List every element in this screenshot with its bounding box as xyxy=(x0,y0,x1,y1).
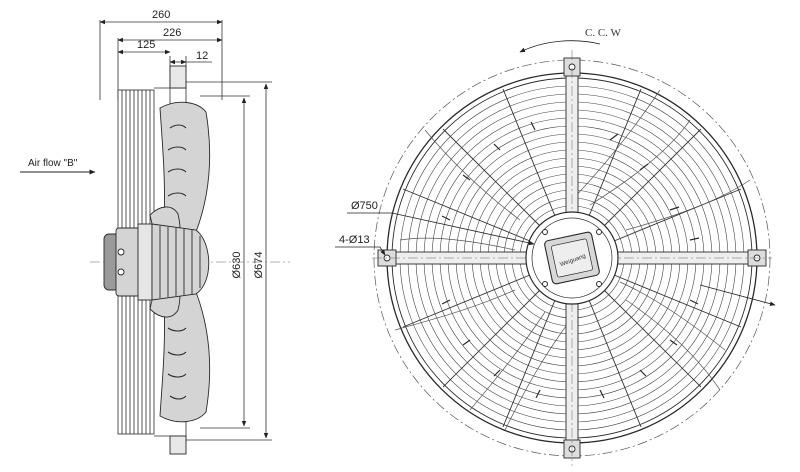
leader-right xyxy=(699,284,776,306)
dim-overall-depth: 260 xyxy=(152,9,170,21)
rotation-label: C. C. W xyxy=(585,27,621,39)
dim-blade-diameter: Ø630 xyxy=(231,252,243,279)
side-blade-slots xyxy=(167,124,187,400)
dim-mount-circle: Ø750 xyxy=(351,200,378,212)
leader-mount-holes xyxy=(335,246,386,256)
dim-bracket-width: 12 xyxy=(196,50,208,62)
airflow-label: Air flow "B" xyxy=(28,158,78,169)
side-motor xyxy=(103,223,210,301)
mount-rails xyxy=(379,63,765,453)
dim-blade-depth: 125 xyxy=(137,39,155,51)
top-dimensions xyxy=(99,19,223,110)
side-view: 260 226 125 12 Ø630 Ø674 Air flow "B" xyxy=(20,9,290,455)
motor-hub: Weiguang xyxy=(525,211,619,305)
dim-mount-holes: 4-Ø13 xyxy=(339,234,370,246)
dim-guard-depth: 226 xyxy=(163,27,181,39)
dim-guard-diameter: Ø674 xyxy=(253,252,265,279)
front-view: C. C. W xyxy=(335,27,776,466)
blade-slots xyxy=(441,121,700,399)
rotation-arrow xyxy=(519,40,601,53)
side-brackets xyxy=(169,65,187,455)
blade-outlines xyxy=(394,89,751,431)
leader-mount-circle xyxy=(347,212,535,246)
